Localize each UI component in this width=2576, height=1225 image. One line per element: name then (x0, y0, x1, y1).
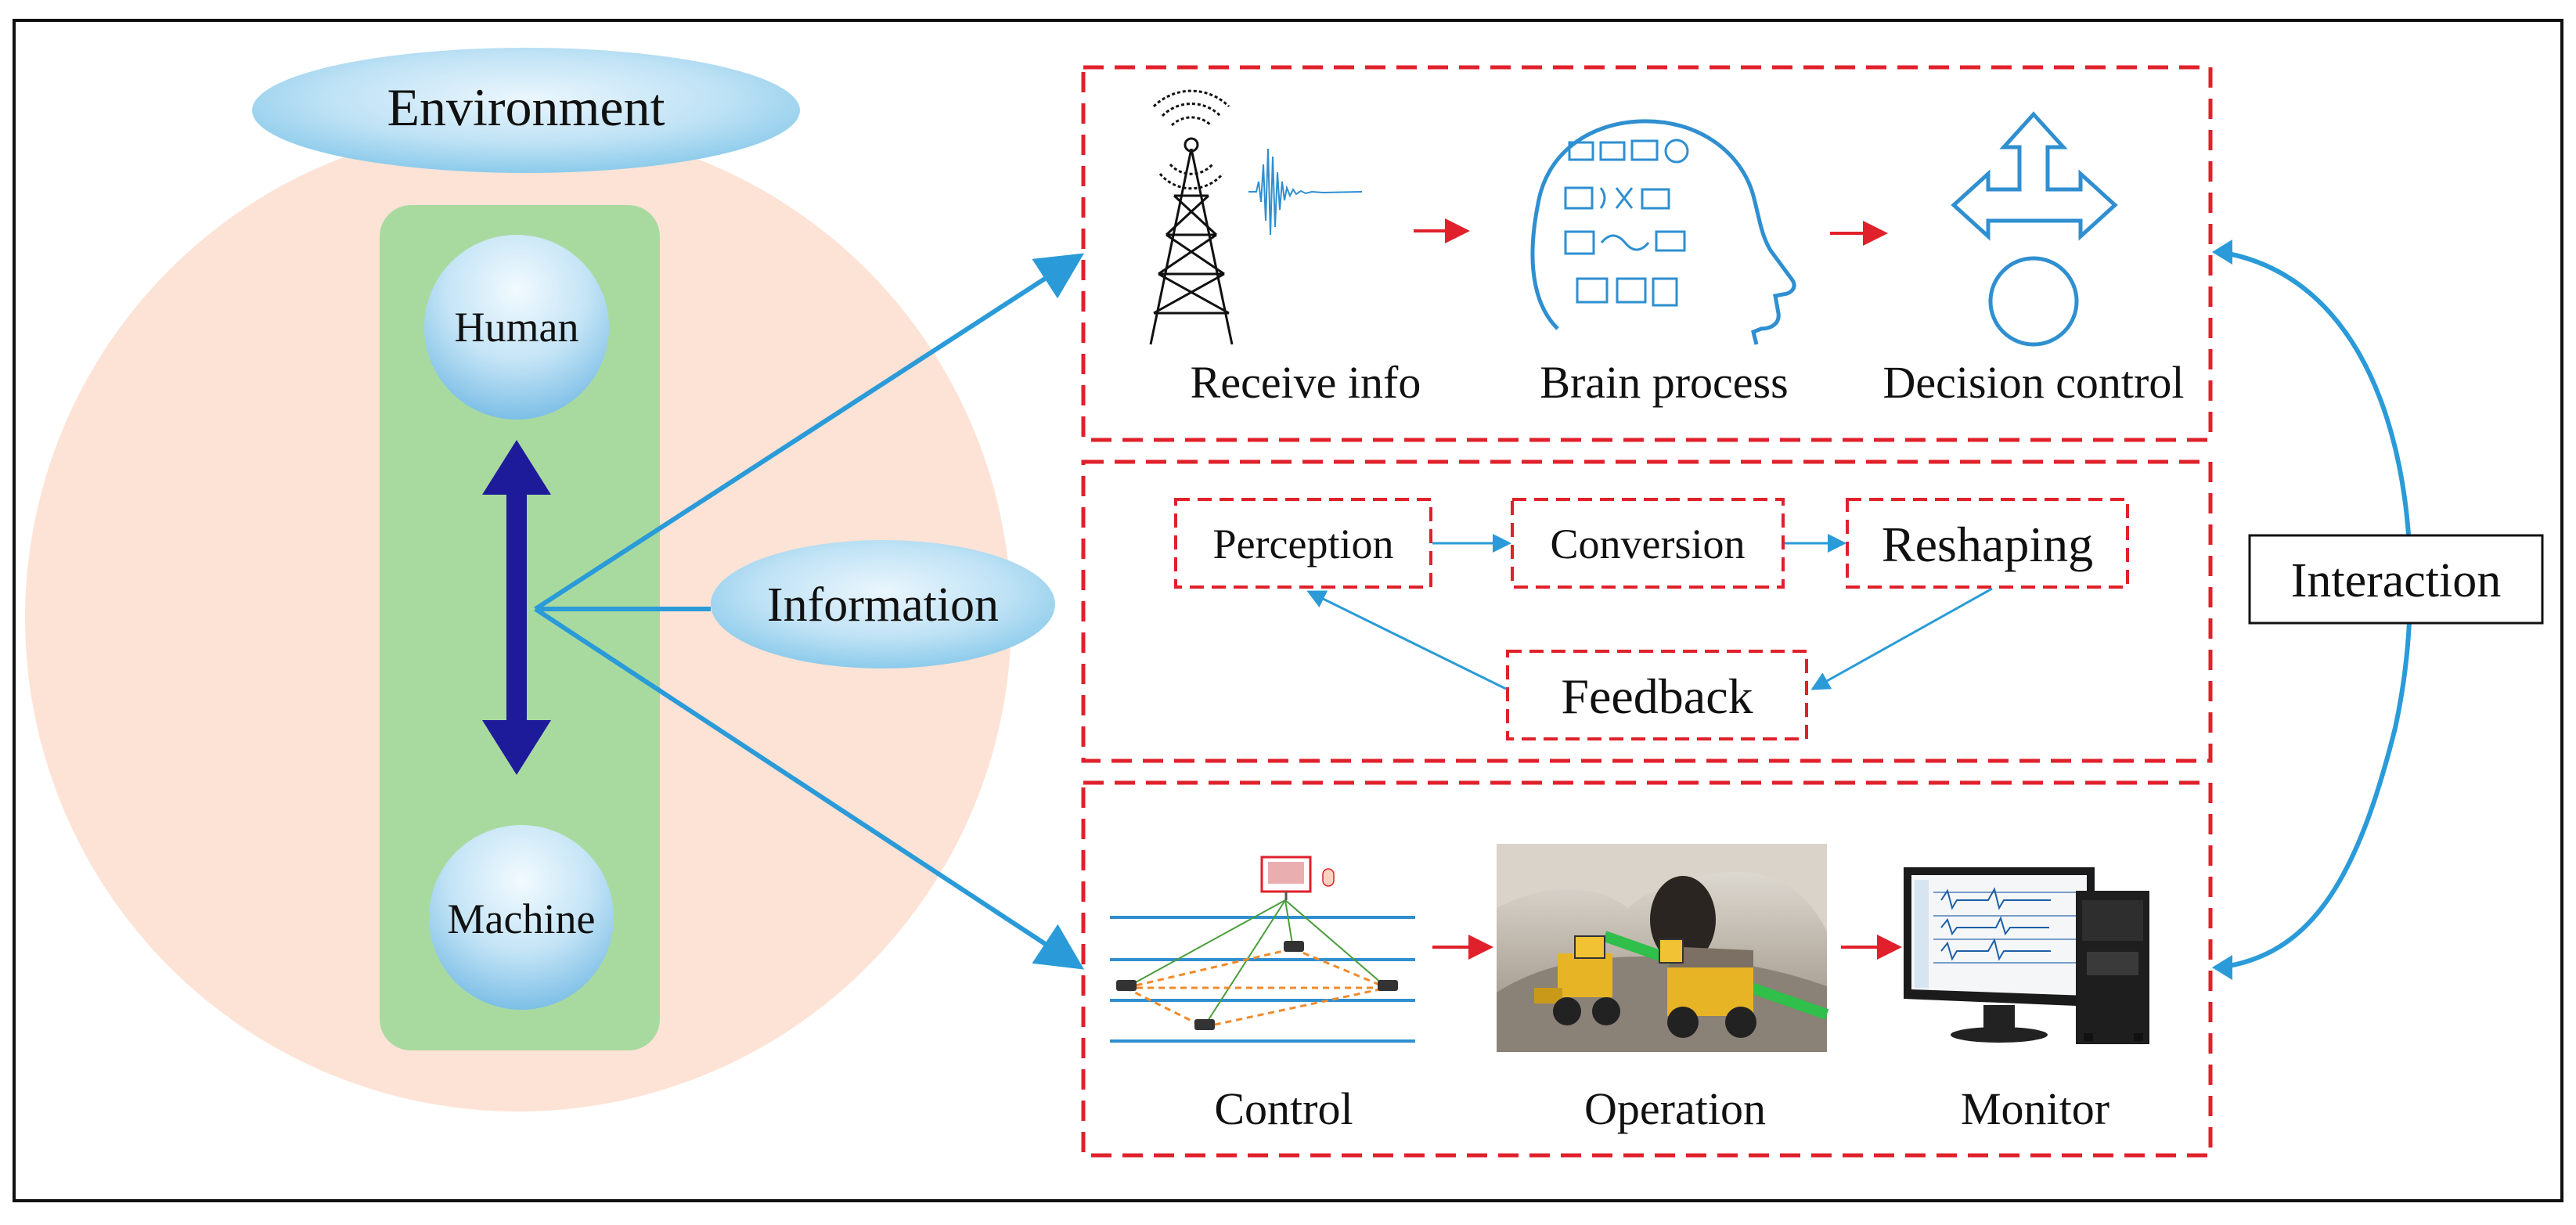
decision-control-label: Decision control (1883, 357, 2185, 408)
reshaping-box (1846, 498, 2129, 589)
machine-sphere (429, 825, 614, 1010)
operation-label: Operation (1584, 1083, 1766, 1134)
panel-top (1081, 65, 2213, 442)
information-ellipse (711, 540, 1055, 668)
perception-box (1174, 498, 1432, 589)
interaction-box (2248, 534, 2544, 625)
feedback-label: Feedback (1561, 668, 1753, 724)
reshaping-label: Reshaping (1882, 517, 2093, 572)
feedback-box (1506, 650, 1808, 740)
underground-operation-image (1497, 844, 1829, 1052)
panel-bottom (1081, 780, 2213, 1158)
interaction-curve (2219, 250, 2413, 970)
environment-ellipse (252, 48, 800, 173)
conversion-box (1511, 498, 1785, 589)
human-sphere (424, 235, 609, 420)
control-label: Control (1214, 1083, 1353, 1134)
conversion-label: Conversion (1551, 521, 1746, 567)
monitor-label: Monitor (1961, 1083, 2109, 1134)
brain-process-label: Brain process (1540, 357, 1788, 408)
information-label: Information (767, 578, 999, 632)
human-machine-double-arrow (482, 440, 551, 775)
monitor-computer-icon (1904, 867, 2149, 1044)
middle-flow-arrows (1306, 534, 1993, 690)
radio-tower-icon (1149, 89, 1234, 345)
outer-frame (13, 19, 2563, 1202)
environment-label: Environment (387, 77, 665, 137)
interaction-arrowhead-top (2212, 240, 2232, 265)
panel-middle (1081, 459, 2213, 763)
decision-arrows-icon (1951, 111, 2118, 347)
machine-label: Machine (448, 895, 596, 942)
brain-head-icon (1530, 119, 1796, 345)
perception-label: Perception (1213, 521, 1394, 567)
interaction-label: Interaction (2291, 554, 2502, 607)
receive-info-label: Receive info (1191, 357, 1421, 408)
interaction-arrowhead-bottom (2212, 955, 2232, 980)
control-network-icon (1110, 856, 1415, 1043)
human-label: Human (455, 304, 579, 351)
hub-connectors (534, 253, 1085, 970)
signal-waveform-icon (1248, 148, 1363, 236)
